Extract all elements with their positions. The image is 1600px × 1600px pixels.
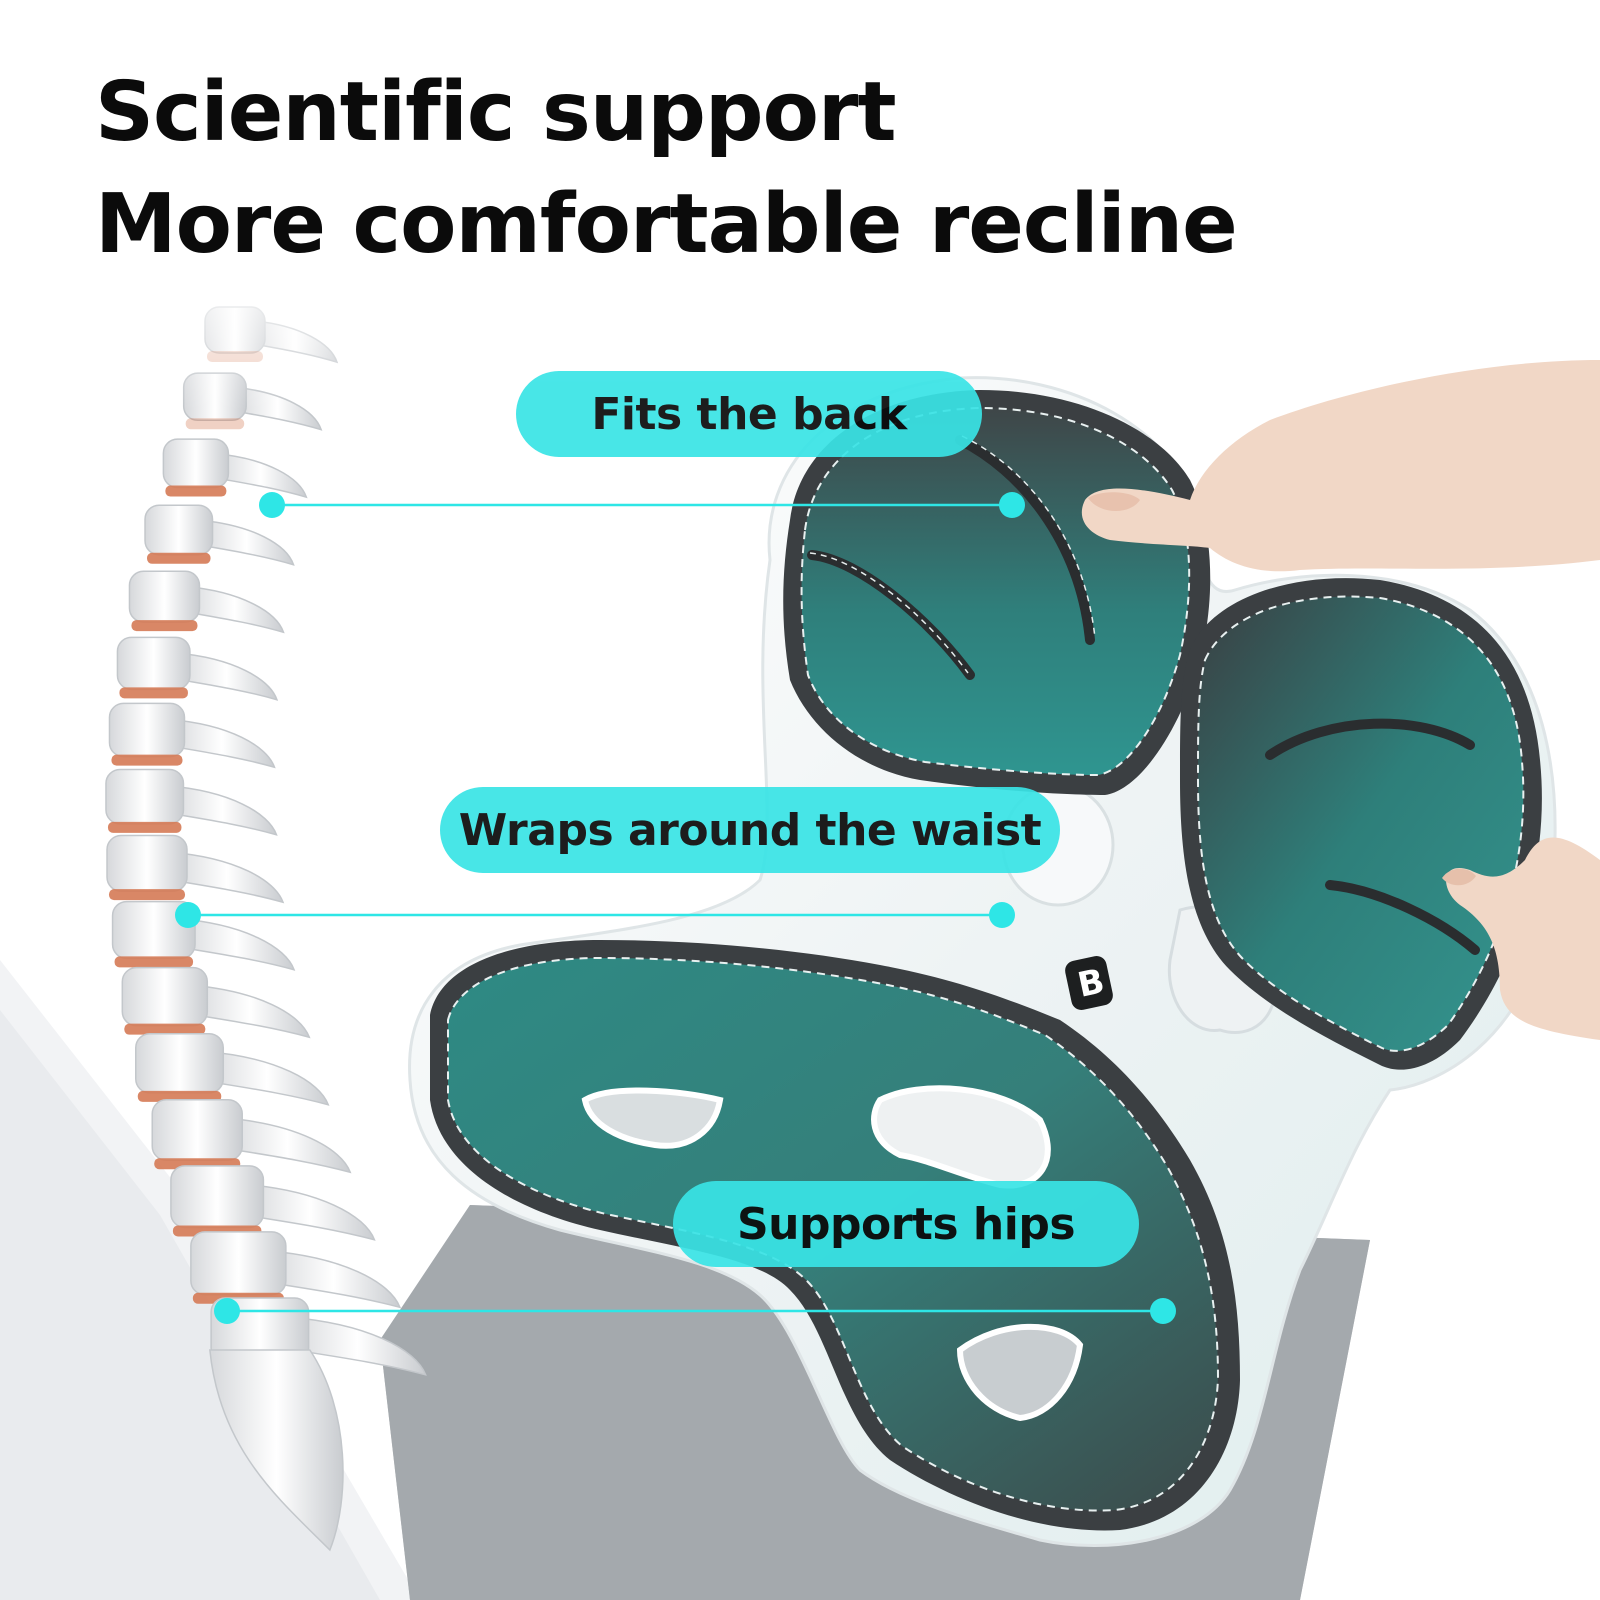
vertebra-process xyxy=(189,984,311,1039)
vertebra xyxy=(106,834,188,892)
vertebra xyxy=(170,1165,265,1229)
vertebra-process xyxy=(198,519,295,566)
vertebra xyxy=(116,636,191,691)
vertebra-process xyxy=(168,718,276,769)
vertebra-process xyxy=(288,1316,427,1376)
callout-dot-waist-cushion xyxy=(989,902,1015,928)
brand-logo-icon: B xyxy=(1065,956,1113,1010)
callout-dot-back-spine xyxy=(259,492,285,518)
vertebra xyxy=(128,570,201,623)
back-pad-right xyxy=(1180,578,1542,1070)
vertebra xyxy=(162,438,230,489)
vertebra xyxy=(121,966,209,1027)
sacrum xyxy=(209,1349,344,1552)
intervertebral-disc xyxy=(165,485,227,497)
callout-fits-the-back: Fits the back xyxy=(516,371,982,457)
intervertebral-disc xyxy=(109,889,186,901)
hand-top xyxy=(1081,360,1600,572)
vertebra-process xyxy=(244,1183,376,1241)
intervertebral-disc xyxy=(119,687,188,699)
intervertebral-disc xyxy=(124,1023,206,1035)
vertebra xyxy=(108,702,186,758)
intervertebral-disc xyxy=(114,956,194,968)
spine-illustration xyxy=(105,306,427,1552)
vertebra-process xyxy=(214,452,308,499)
vertebra-process xyxy=(184,585,285,634)
vertebra-process xyxy=(170,851,285,904)
headline-line-1: Scientific support xyxy=(95,65,897,160)
vertebra-process xyxy=(205,1050,330,1106)
vertebra xyxy=(151,1099,243,1161)
callout-dot-back-cushion xyxy=(999,492,1025,518)
headline-line-2: More comfortable recline xyxy=(95,177,1238,272)
callout-dots xyxy=(175,492,1176,1324)
callout-dot-waist-spine xyxy=(175,902,201,928)
intervertebral-disc xyxy=(111,754,183,766)
vertebra-process xyxy=(167,784,278,836)
callout-lines xyxy=(188,503,1163,1313)
vertebra-process xyxy=(177,917,296,971)
vertebra-process xyxy=(266,1249,402,1309)
hand-bottom xyxy=(1442,837,1600,1040)
intervertebral-disc xyxy=(147,552,211,564)
vertebra xyxy=(105,768,185,825)
intervertebral-disc xyxy=(131,620,198,632)
vertebra-process xyxy=(223,1117,352,1174)
callout-wraps-around-the-waist: Wraps around the waist xyxy=(440,787,1060,873)
callout-dot-hips-cushion xyxy=(1150,1298,1176,1324)
intervertebral-disc xyxy=(185,418,245,430)
vertebra xyxy=(190,1231,287,1296)
vertebra-process xyxy=(174,652,279,701)
vertebra xyxy=(144,504,214,556)
callout-dot-hips-spine xyxy=(214,1298,240,1324)
vertebra xyxy=(135,1032,225,1094)
intervertebral-disc xyxy=(107,821,182,833)
callout-supports-hips: Supports hips xyxy=(673,1181,1139,1267)
